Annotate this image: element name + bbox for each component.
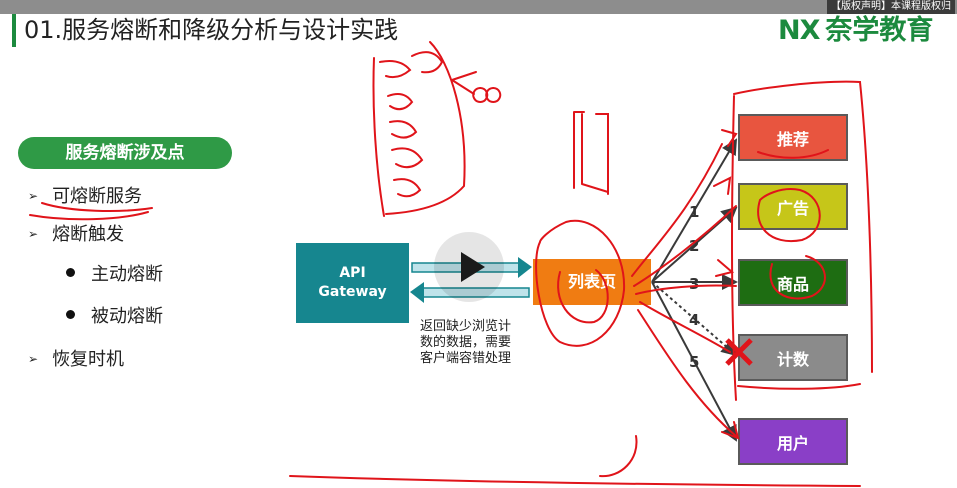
- edge-number: 3: [689, 275, 699, 293]
- list-item-label: 熔断触发: [52, 224, 125, 245]
- edge-number: 5: [689, 353, 699, 371]
- edge-number: 2: [689, 237, 699, 255]
- list-item: ➢ 熔断触发: [28, 222, 124, 247]
- list-item-label: 恢复时机: [52, 349, 125, 370]
- list-item: ➢ 可熔断服务: [28, 184, 142, 209]
- logo-mark: NX: [778, 15, 820, 46]
- dot-bullet-icon: [66, 310, 75, 319]
- list-item-label: 被动熔断: [91, 306, 163, 327]
- service-box-counter: 计数: [738, 334, 848, 381]
- service-box-user: 用户: [738, 418, 848, 465]
- list-page-box: 列表页: [533, 259, 651, 305]
- api-gateway-line2: Gateway: [318, 284, 387, 300]
- list-item: ➢ 恢复时机: [28, 347, 124, 372]
- logo-text: 奈学教育: [825, 15, 934, 46]
- fallback-note: 返回缺少浏览计 数的数据，需要 客户端容错处理: [420, 319, 550, 367]
- list-item-label: 可熔断服务: [52, 186, 143, 207]
- edge-arrow: [651, 206, 738, 283]
- slide-title: 01.服务熔断和降级分析与设计实践: [24, 16, 399, 44]
- note-line: 客户端容错处理: [420, 351, 512, 366]
- edge-number: 1: [689, 203, 699, 221]
- edge-arrow: [651, 138, 738, 283]
- edge-number: 4: [689, 311, 699, 329]
- handwritten-annotations: [29, 41, 873, 487]
- service-box-ads: 广告: [738, 183, 848, 230]
- copyright-notice: 【版权声明】本课程版权归: [827, 0, 955, 14]
- video-play-button[interactable]: [434, 232, 504, 302]
- top-banner: 【版权声明】本课程版权归: [0, 0, 957, 14]
- service-box-recommend: 推荐: [738, 114, 848, 161]
- section-heading: 服务熔断涉及点: [18, 137, 232, 169]
- play-icon: [461, 252, 485, 282]
- edge-arrow: [651, 281, 737, 442]
- arrow-bullet-icon: ➢: [28, 189, 39, 203]
- title-accent-bar: [12, 14, 16, 47]
- note-line: 返回缺少浏览计: [420, 319, 512, 334]
- note-line: 数的数据，需要: [420, 335, 512, 350]
- list-item: 被动熔断: [66, 305, 163, 329]
- api-gateway-line1: API: [339, 265, 366, 281]
- list-item-label: 主动熔断: [91, 264, 163, 285]
- arrow-bullet-icon: ➢: [28, 227, 39, 241]
- dot-bullet-icon: [66, 268, 75, 277]
- edge-arrow: [651, 281, 738, 357]
- api-gateway-box: API Gateway: [296, 243, 409, 323]
- failure-cross-icon: [725, 338, 753, 366]
- arrow-bullet-icon: ➢: [28, 352, 39, 366]
- response-arrow: [410, 282, 530, 303]
- list-item: 主动熔断: [66, 263, 163, 287]
